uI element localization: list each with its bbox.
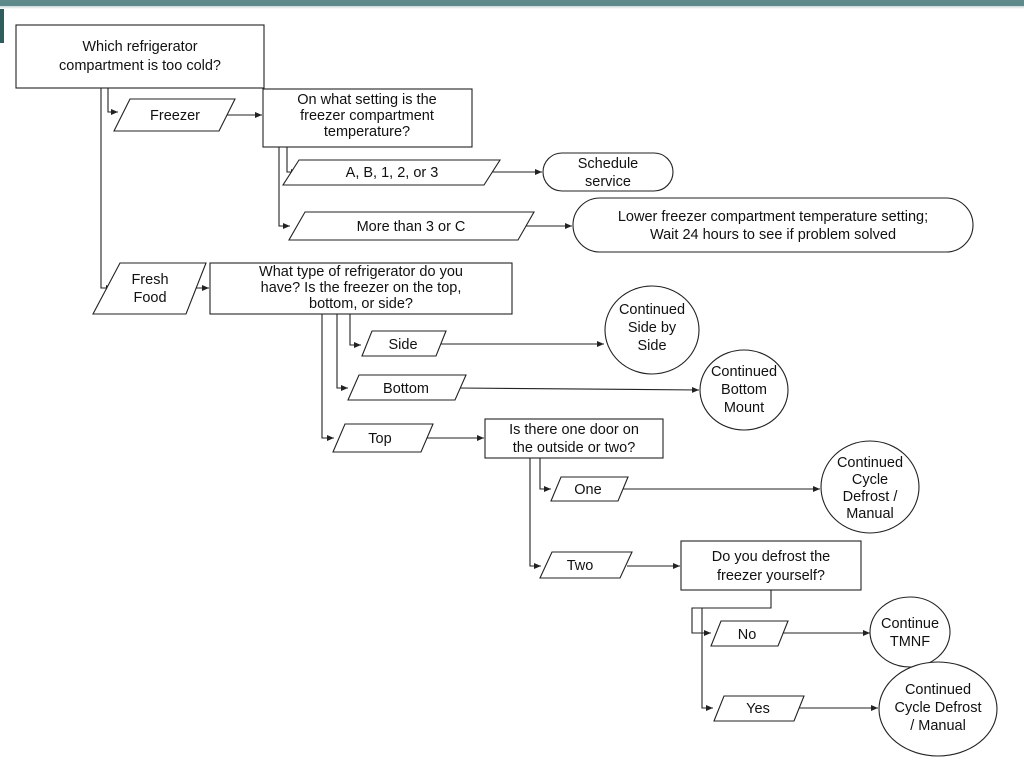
answer-a-b-1-2-3: A, B, 1, 2, or 3 [281, 159, 502, 186]
svg-text:Top: Top [368, 431, 391, 447]
answer-yes: Yes [713, 695, 805, 722]
answer-side: Side [361, 330, 447, 357]
answer-one: One [550, 476, 629, 502]
svg-text:Bottom: Bottom [383, 381, 429, 397]
connector [336, 314, 348, 391]
connector [457, 386, 700, 393]
connector [701, 608, 713, 711]
connector [529, 458, 541, 569]
connector [349, 314, 361, 348]
connector [321, 314, 334, 441]
connector [100, 88, 113, 291]
answer-more-than-3-or-c: More than 3 or C [288, 211, 535, 241]
result-lower-temperature: Lower freezer compartment temperature se… [572, 197, 974, 253]
svg-text:Side: Side [388, 337, 417, 353]
svg-text:Two: Two [567, 558, 594, 574]
connector [107, 88, 118, 115]
connector [539, 458, 551, 492]
header-bar-shadow [0, 6, 1024, 9]
svg-text:Lower freezer compartment temp: Lower freezer compartment temperature se… [618, 209, 928, 243]
svg-text:A, B, 1, 2, or 3: A, B, 1, 2, or 3 [346, 165, 439, 181]
answer-bottom: Bottom [347, 374, 467, 401]
answer-freezer: Freezer [113, 98, 236, 132]
svg-text:More than 3 or C: More than 3 or C [357, 219, 466, 235]
svg-text:No: No [738, 627, 757, 643]
header-bar [0, 0, 1024, 6]
svg-text:Freezer: Freezer [150, 108, 200, 124]
connectors [100, 88, 878, 711]
svg-text:One: One [574, 482, 601, 498]
accent-stripe [0, 9, 4, 43]
answer-two: Two [539, 551, 633, 579]
answer-no: No [710, 620, 789, 647]
connector [278, 147, 290, 229]
svg-text:Yes: Yes [746, 701, 770, 717]
answer-top: Top [332, 423, 434, 453]
